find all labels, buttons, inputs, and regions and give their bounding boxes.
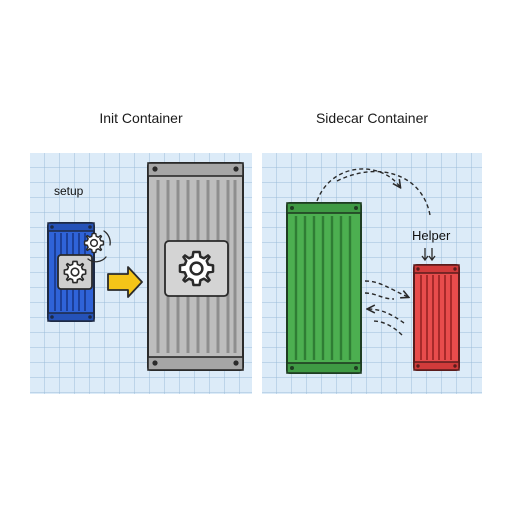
helper-container [413,264,460,371]
gear-icon [83,232,105,254]
dashed-arrow-icon [316,168,431,336]
down-arrows-icon [421,248,436,262]
app-container [286,202,362,374]
helper-label: Helper [412,228,451,243]
sidecar-container-title: Sidecar Container [315,110,429,126]
init-container-panel: setup [30,153,252,394]
app-container [147,162,244,371]
setup-label: setup [54,184,84,198]
init-container-title: Init Container [99,110,183,126]
gear-icon [178,250,215,287]
arrow-right-icon [107,266,143,298]
gear-icon [63,260,87,284]
init-container-illustration [47,162,244,371]
setup-container [47,222,95,322]
sidecar-container-illustration [286,168,460,374]
sidecar-container-panel: Helper [262,153,482,394]
